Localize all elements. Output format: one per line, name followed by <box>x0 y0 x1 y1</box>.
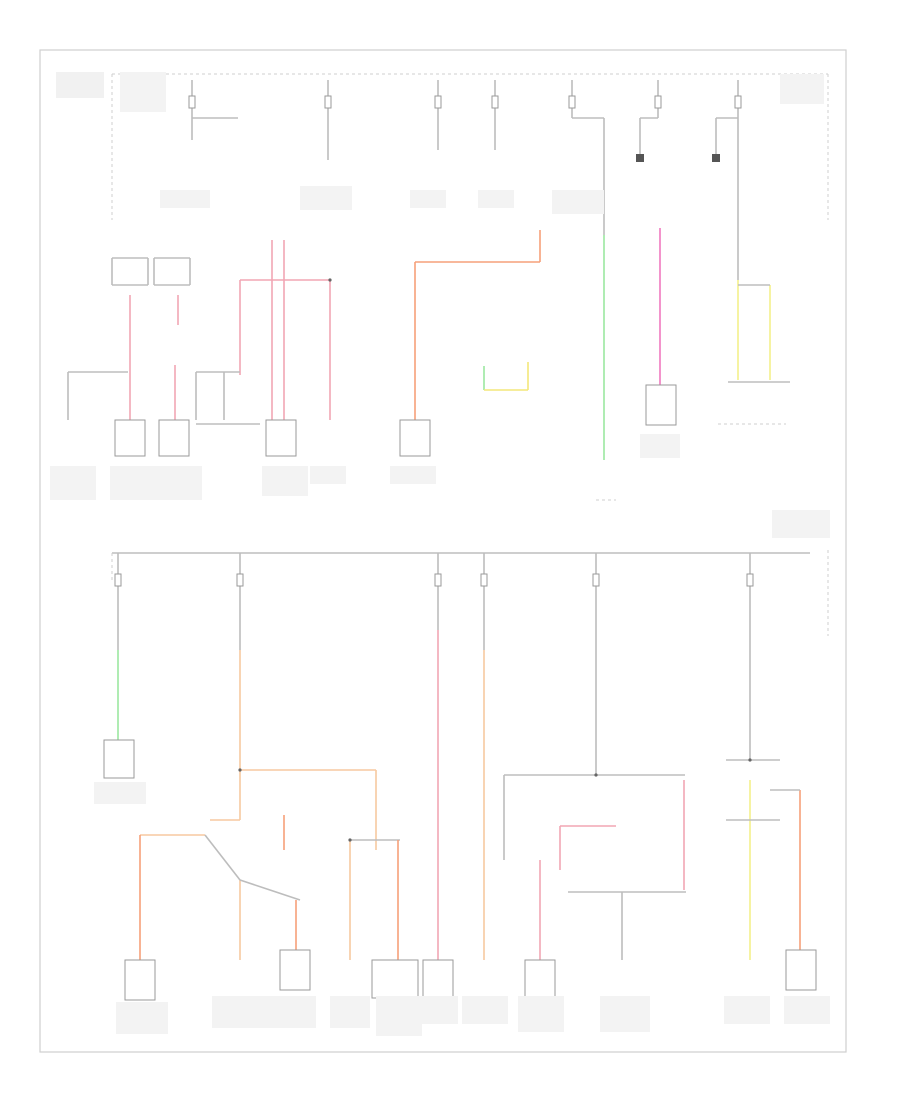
component-labels-unreadable <box>50 72 830 1036</box>
fuse-row-bottom <box>103 553 817 999</box>
center-orange-circuit <box>414 230 541 420</box>
right-top-circuits <box>603 228 790 460</box>
connector-5 <box>645 384 677 426</box>
connector-1 <box>114 419 146 457</box>
connector-6 <box>103 739 135 779</box>
connector-10 <box>785 949 817 991</box>
connector-3 <box>265 419 297 457</box>
bottom-components <box>124 949 311 1001</box>
connector-4 <box>399 419 431 457</box>
connector-8 <box>422 959 454 999</box>
underhood-fuse-box-outline <box>111 73 829 220</box>
connector-2 <box>158 419 190 457</box>
connector-9 <box>524 959 556 999</box>
splice-points <box>238 278 752 842</box>
left-top-circuits <box>67 240 331 425</box>
fuse-row-top <box>188 80 742 235</box>
connector-7 <box>371 959 419 999</box>
connector-11 <box>124 959 156 1001</box>
lower-bus <box>111 550 829 636</box>
top-components <box>114 384 677 501</box>
diagram-frame <box>39 49 847 1053</box>
connector-12 <box>279 949 311 991</box>
